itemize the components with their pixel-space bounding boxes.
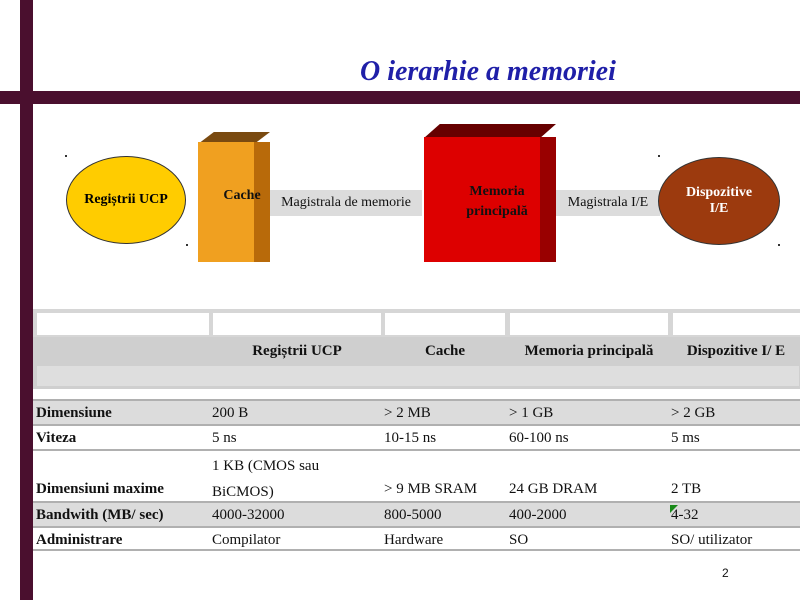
row-label: Viteza [36, 430, 77, 446]
main-memory-box-side [540, 137, 556, 262]
io-bus-label: Magistrala I/E [567, 195, 649, 210]
table-cell: 24 GB DRAM [509, 481, 598, 497]
table-blank-cell [37, 313, 209, 335]
table-cell: > 9 MB SRAM [384, 481, 478, 497]
registers-label: Regiștrii UCP [84, 192, 168, 207]
cache-box-top [198, 132, 270, 144]
header-io-devices: Dispozitive I/ E [686, 343, 786, 359]
table-cell: > 1 GB [509, 405, 554, 421]
registers-ellipse: Regiștrii UCP [66, 156, 186, 244]
green-marker-icon [670, 505, 678, 513]
main-memory-label-line1: Memoria [469, 184, 525, 199]
io-devices-label-line1: Dispozitive [685, 185, 753, 200]
memory-bus-label: Magistrala de memorie [281, 195, 411, 210]
row-label: Dimensiuni maxime [36, 481, 164, 497]
header-registers: Regiștrii UCP [252, 343, 342, 359]
table-row: Viteza 5 ns 10-15 ns 60-100 ns 5 ms [33, 424, 800, 449]
selection-handle [778, 244, 780, 246]
io-devices-label-line2: I/E [709, 201, 729, 216]
table-blank-cell [213, 313, 381, 335]
table-blank-cell [673, 313, 800, 335]
table-cell: Compilator [212, 532, 281, 548]
cache-label: Cache [223, 188, 261, 203]
slide-title: O ierarhie a memoriei [360, 56, 616, 87]
page-number: 2 [722, 566, 729, 580]
table-cell: > 2 MB [384, 405, 431, 421]
table-cell: 5 ms [671, 430, 700, 446]
table-cell: 4-32 [671, 507, 699, 523]
cache-box-side [254, 142, 270, 262]
table-separator [33, 389, 800, 399]
main-memory-box [424, 137, 540, 262]
table-blank-cell [510, 313, 668, 335]
row-label: Dimensiune [36, 405, 112, 421]
selection-handle [186, 244, 188, 246]
io-bus: Magistrala I/E [556, 190, 660, 216]
table-cell: 10-15 ns [384, 430, 437, 446]
table-cell: 60-100 ns [509, 430, 569, 446]
header-cache: Cache [425, 343, 465, 359]
table-cell: > 2 GB [671, 405, 716, 421]
row-label: Bandwith (MB/ sec) [36, 507, 164, 523]
table-cell: 1 KB (CMOS sau BiCMOS) [212, 451, 382, 501]
memory-hierarchy-table: Regiștrii UCP Cache Memoria principală D… [33, 309, 800, 551]
table-row: Dimensiuni maxime 1 KB (CMOS sau BiCMOS)… [33, 449, 800, 501]
table-cell-line2: BiCMOS) [212, 484, 274, 500]
table-cell: 4000-32000 [212, 507, 285, 523]
table-row: Administrare Compilator Hardware SO SO/ … [33, 526, 800, 551]
table-cell: 200 B [212, 405, 249, 421]
selection-handle [658, 155, 660, 157]
table-row: Dimensiune 200 B > 2 MB > 1 GB > 2 GB [33, 399, 800, 424]
table-cell: 800-5000 [384, 507, 442, 523]
io-devices-ellipse: Dispozitive I/E [658, 157, 780, 245]
table-gap-row [33, 363, 800, 389]
selection-handle [65, 155, 67, 157]
main-memory-label: Memoria principală [432, 182, 562, 222]
row-label: Administrare [36, 532, 123, 548]
frame-horizontal-bar [0, 91, 800, 104]
table-blank-row [33, 309, 800, 337]
table-cell: SO/ utilizator [671, 532, 753, 548]
table-cell-line1: 1 KB (CMOS sau [212, 458, 320, 474]
table-row: Bandwith (MB/ sec) 4000-32000 800-5000 4… [33, 501, 800, 526]
table-gap-inner [37, 366, 799, 386]
table-cell: Hardware [384, 532, 444, 548]
table-header-row: Regiștrii UCP Cache Memoria principală D… [33, 337, 800, 363]
memory-bus: Magistrala de memorie [270, 190, 422, 216]
main-memory-label-line2: principală [466, 204, 528, 219]
table-cell: 400-2000 [509, 507, 567, 523]
frame-vertical-bar [20, 0, 33, 600]
table-cell: 2 TB [671, 481, 702, 497]
table-cell: SO [509, 532, 529, 548]
table-cell: 5 ns [212, 430, 237, 446]
header-main-memory: Memoria principală [524, 343, 654, 359]
cache-box [198, 142, 254, 262]
main-memory-box-top [424, 124, 556, 138]
table-blank-cell [385, 313, 505, 335]
